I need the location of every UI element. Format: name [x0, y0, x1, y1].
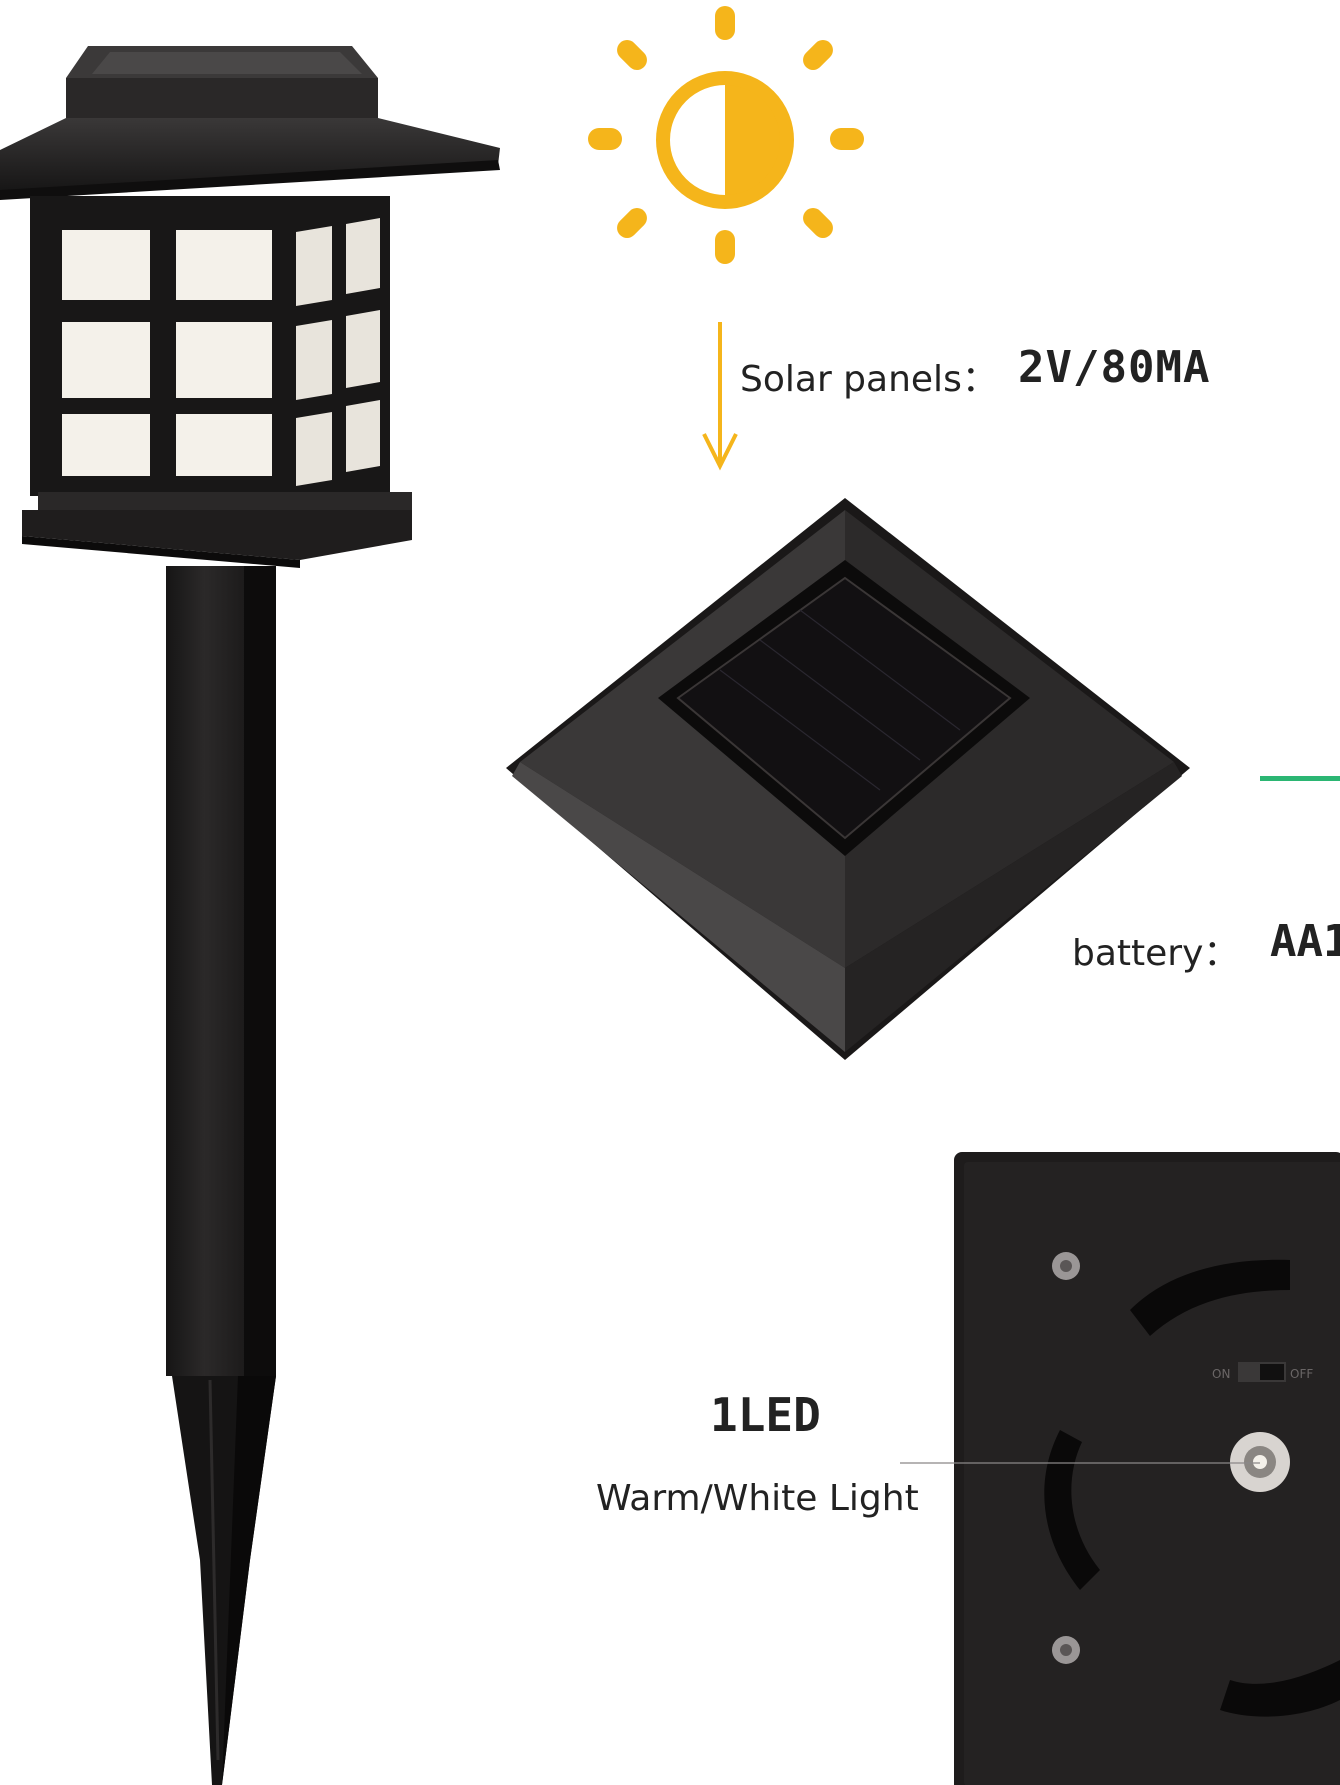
led-pointer-line [900, 1462, 1260, 1464]
battery-value: AA1 [1270, 916, 1340, 967]
arrow-down-icon [702, 322, 738, 471]
solar-panel-cap-image [506, 498, 1190, 1060]
solar-panels-label: Solar panels： [740, 359, 998, 400]
switch-off-label: OFF [1290, 1367, 1313, 1381]
solar-panels-value: 2V/80MA [1018, 342, 1211, 393]
led-count-label: 1LED [710, 1388, 821, 1442]
light-type-label: Warm/White Light [596, 1478, 919, 1519]
sun-icon [588, 6, 864, 264]
switch-on-label: ON [1212, 1367, 1230, 1381]
battery-label: battery： [1072, 933, 1240, 974]
accent-line [1260, 776, 1340, 781]
lantern-stake-image [0, 46, 500, 1785]
lantern-base-image: ON OFF [954, 1152, 1340, 1785]
